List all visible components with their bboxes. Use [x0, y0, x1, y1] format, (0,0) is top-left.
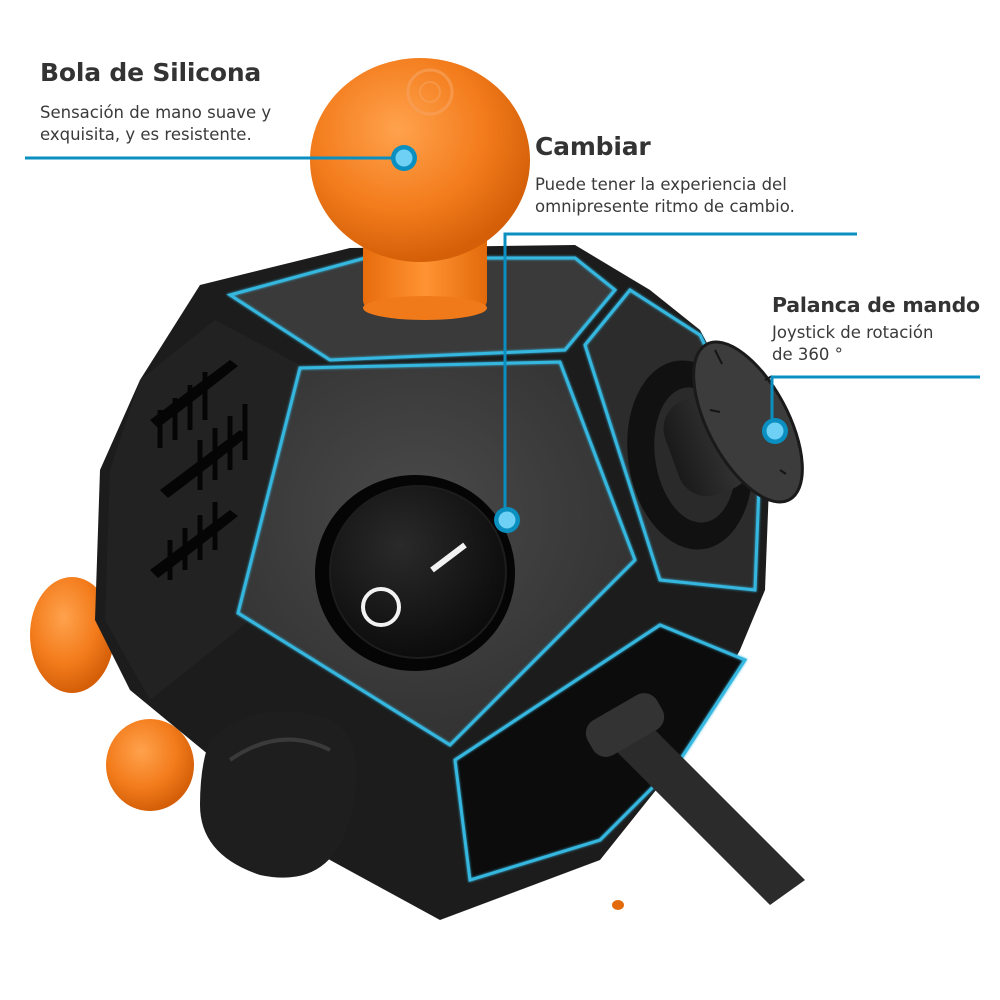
push-button: [200, 711, 357, 878]
callout-line: Puede tener la experiencia del: [535, 175, 787, 194]
leader-switch: [503, 232, 857, 520]
callout-silicone-ball: Bola de Silicona Sensación de mano suave…: [40, 56, 271, 146]
hotspot-dot-joystick[interactable]: [762, 418, 788, 444]
callout-line: Joystick de rotación: [772, 323, 934, 342]
callout-title: Palanca de mando: [772, 293, 980, 317]
callout-joystick: Palanca de mando Joystick de rotación de…: [772, 290, 980, 366]
callout-line: omnipresente ritmo de cambio.: [535, 197, 795, 216]
joystick: [627, 340, 804, 550]
rocker-switch: [315, 475, 515, 671]
callout-line: exquisita, y es resistente.: [40, 125, 252, 144]
gear-vents: [150, 360, 248, 580]
callout-leaders: [25, 156, 980, 520]
callout-switch: Cambiar Puede tener la experiencia del o…: [535, 130, 795, 218]
top-silicone-ball: [310, 58, 530, 320]
callout-title: Bola de Silicona: [40, 58, 262, 87]
callout-line: Sensación de mano suave y: [40, 103, 272, 122]
lever: [585, 693, 805, 905]
callout-line: de 360 °: [772, 345, 843, 364]
hotspot-dot-switch[interactable]: [494, 507, 520, 533]
leader-joystick: [770, 375, 980, 430]
callout-title: Cambiar: [535, 132, 651, 161]
hotspot-dot-silicone-ball[interactable]: [391, 145, 417, 171]
